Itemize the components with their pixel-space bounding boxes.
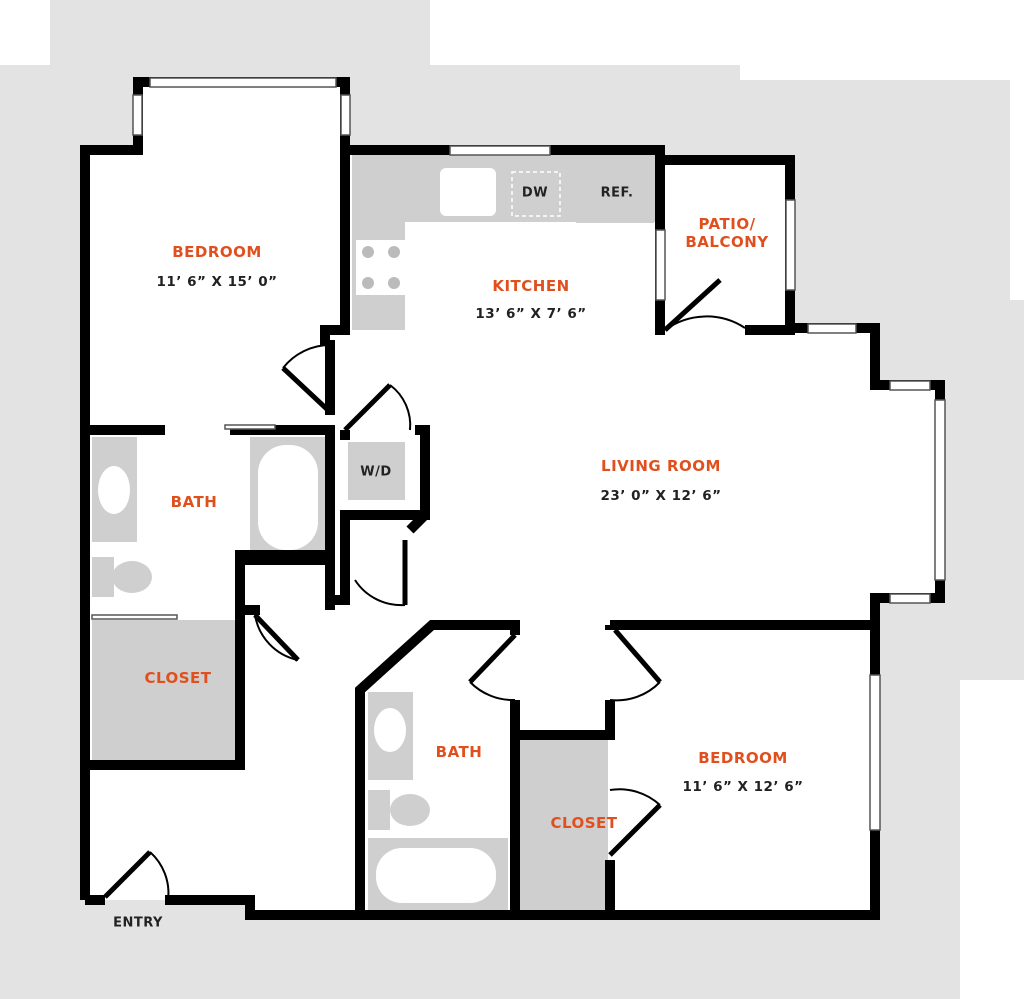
closet1-floor — [92, 620, 237, 760]
bedroom2-name: BEDROOM — [698, 749, 788, 767]
bedroom1-dims: 11’ 6” X 15’ 0” — [156, 274, 278, 290]
closet2-name: CLOSET — [550, 814, 618, 832]
doors — [103, 278, 746, 901]
closet1-name: CLOSET — [144, 669, 212, 687]
toilets — [92, 557, 430, 830]
windows — [91, 77, 946, 831]
bath2-name: BATH — [435, 743, 483, 761]
dishwasher-label: DW — [521, 185, 549, 201]
unit-interior — [85, 82, 940, 915]
living-room-dims: 23’ 0” X 12’ 6” — [600, 488, 722, 504]
bedroom1-name: BEDROOM — [172, 243, 262, 261]
washer-dryer — [348, 442, 405, 500]
bath1-name: BATH — [170, 493, 218, 511]
kitchen-sink — [440, 168, 496, 216]
living-room-name: LIVING ROOM — [601, 457, 721, 475]
refrigerator — [576, 155, 654, 223]
refrigerator-label: REF. — [600, 185, 634, 201]
entry-label: ENTRY — [113, 915, 163, 931]
kitchen-name: KITCHEN — [492, 277, 570, 295]
washer-dryer-label: W/D — [360, 464, 392, 480]
kitchen-dims: 13’ 6” X 7’ 6” — [475, 306, 587, 322]
bedroom2-dims: 11’ 6” X 12’ 6” — [682, 779, 804, 795]
patio-name-line1: PATIO/ — [698, 215, 756, 233]
closet2-floor — [520, 740, 608, 910]
patio-name-line2: BALCONY — [685, 233, 769, 251]
